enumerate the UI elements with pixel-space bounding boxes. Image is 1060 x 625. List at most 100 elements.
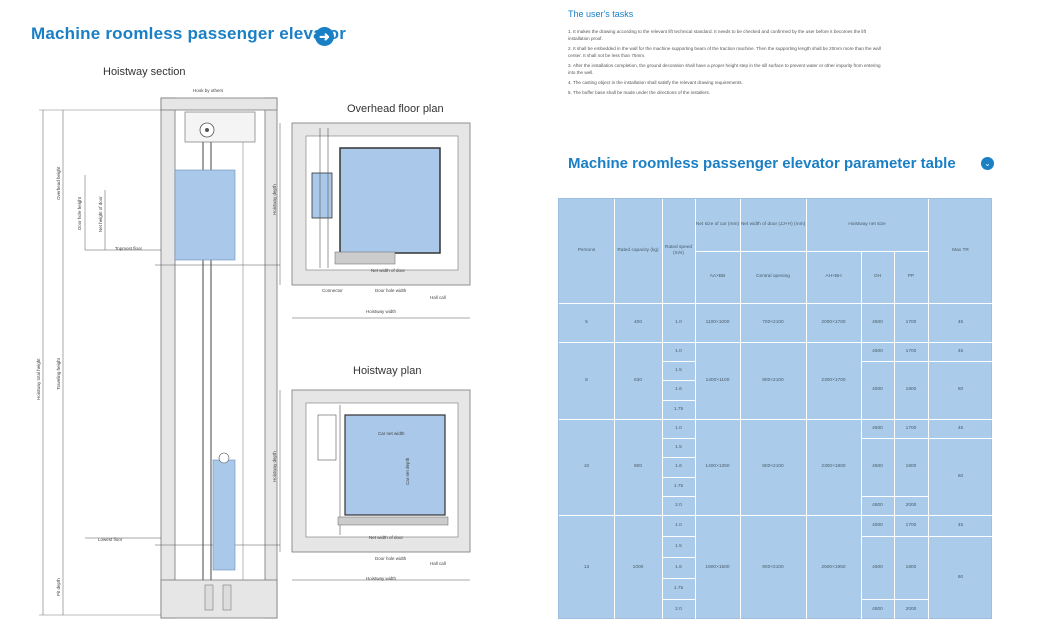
table-cell: 1700 <box>905 319 917 325</box>
table-cell: 2500×1950 <box>821 564 846 570</box>
param-table-title: Machine roomless passenger elevator para… <box>568 155 956 172</box>
plan-hoistway-width-label: Hoistway width <box>366 576 397 581</box>
header-rated-capacity: Rated capacity (kg) <box>617 248 659 253</box>
table-cell: 4500 <box>872 564 883 570</box>
car-net-depth-label: Car net depth <box>405 457 410 485</box>
connector-label: Connector <box>322 288 343 293</box>
table-cell: 1000 <box>632 564 644 570</box>
table-cell: 630 <box>633 377 642 383</box>
table-cell: 60 <box>957 575 964 580</box>
pit-depth-label: Pit depth <box>56 578 61 596</box>
table-cell: 1.5 <box>675 543 682 549</box>
table-cell: 1.6 <box>675 564 682 570</box>
plan-hoistway-depth-label: Hoistway depth <box>272 451 277 482</box>
plan-net-width-door-label: Net width of door <box>369 535 404 540</box>
table-cell: 2.0 <box>675 606 682 612</box>
plan-hall-call-label: Hall call <box>430 561 446 566</box>
header-door-width-sub: Central opening <box>756 274 790 279</box>
header-max-tr: Max TR <box>952 248 969 253</box>
hook-label: Hook by others <box>193 88 224 93</box>
overhead-door-hole-width-label: Door hole width <box>375 288 407 293</box>
overhead-hoistway-width-label: Hoistway width <box>366 309 397 314</box>
table-cell: 5 <box>585 319 588 325</box>
tasks-list: 1. It makes the drawing according to the… <box>568 28 888 99</box>
table-cell: 1400×1350 <box>705 464 730 469</box>
header-rated-speed: Rated speed (m/s) <box>664 245 693 256</box>
table-cell: 2300×1700 <box>821 377 846 383</box>
table-cell: 700×2100 <box>762 319 784 325</box>
table-cell: 4500 <box>872 319 883 325</box>
header-car-size-sub: AA×BB <box>709 274 726 279</box>
overhead-plan-drawing <box>279 122 471 319</box>
table-cell: 1.0 <box>675 348 682 354</box>
tasks-title: The user's tasks <box>568 9 634 19</box>
header-pp: PP <box>907 274 915 279</box>
parameter-table: Persons Rated capacity (kg) Rated speed … <box>558 198 993 620</box>
chevron-down-icon[interactable]: ⌄ <box>981 157 994 170</box>
task-item: 1. It makes the drawing according to the… <box>568 29 866 41</box>
task-item: 2. It shall be embedded in the wall for … <box>568 46 881 58</box>
topmost-floor-label: Topmost floor <box>115 246 143 251</box>
table-cell: 2.0 <box>675 502 682 508</box>
header-hoistway-size: Hoistway net size <box>848 222 886 227</box>
table-cell: 1800 <box>905 387 917 392</box>
table-cell: 2000 <box>905 502 917 508</box>
overhead-hoistway-depth-label: Hoistway depth <box>272 184 277 215</box>
table-cell: 45 <box>957 425 964 431</box>
table-cell: 400 <box>633 319 642 325</box>
table-cell: 1.0 <box>675 522 682 528</box>
table-cell: 4500 <box>872 522 883 528</box>
table-cell: 4800 <box>872 606 883 612</box>
header-persons: Persons <box>577 248 596 253</box>
hoistway-total-height-label: Hoistway total height <box>36 358 41 400</box>
table-cell: 800×2100 <box>762 377 784 383</box>
table-cell: 1.0 <box>675 425 682 431</box>
table-cell: 1.75 <box>673 585 684 591</box>
overhead-hall-call-label: Hall call <box>430 295 446 300</box>
overhead-plan-title: Overhead floor plan <box>347 103 444 115</box>
plan-door-hole-width-label: Door hole width <box>375 556 407 561</box>
table-cell: 1.5 <box>675 367 682 373</box>
table-cell: 8 <box>585 377 588 383</box>
table-cell: 1800 <box>905 464 917 469</box>
table-cell: 1700 <box>905 522 917 528</box>
table-cell: 1600×1500 <box>705 564 730 570</box>
table-cell: 900×2100 <box>762 564 784 570</box>
table-cell: 2300×1800 <box>821 464 846 469</box>
table-cell: 1.0 <box>675 319 682 325</box>
table-cell: 1700 <box>905 425 917 431</box>
table-cell: 800 <box>633 464 642 469</box>
header-hoistway-sub: AH×BH <box>825 274 842 279</box>
table-cell: 1.6 <box>675 464 682 469</box>
table-cell: 1100×1000 <box>705 319 730 325</box>
table-cell: 10 <box>583 464 590 469</box>
table-cell: 1.5 <box>675 444 682 450</box>
table-cell: 1.75 <box>673 483 684 489</box>
header-oh: OH <box>873 274 882 279</box>
table-cell: 45 <box>957 348 964 354</box>
table-cell: 60 <box>957 387 964 392</box>
header-door-width: Net width of door (JJ×H) (mm) <box>740 222 806 227</box>
table-cell: 45 <box>957 319 964 325</box>
hoistway-section-title: Hoistway section <box>103 66 186 78</box>
hoistway-plan-title: Hoistway plan <box>353 365 422 377</box>
task-item: 5. The buffer base shall be made under t… <box>568 90 711 95</box>
table-cell: 2000 <box>905 606 917 612</box>
door-hole-height-label: Door hole height <box>77 196 82 230</box>
traveling-height-label: Traveling height <box>56 358 61 390</box>
table-cell: 4600 <box>872 348 883 354</box>
table-cell: 60 <box>957 473 964 479</box>
arrow-right-icon[interactable]: ➜ <box>315 27 334 46</box>
table-cell: 4600 <box>872 425 883 431</box>
hoistway-plan-drawing <box>279 389 471 581</box>
table-cell: 1.75 <box>673 406 684 412</box>
task-item: 4. The casting object in the installatio… <box>568 80 743 85</box>
table-cell: 1400×1100 <box>705 377 730 383</box>
table-cell: 800×2100 <box>762 464 784 469</box>
header-car-size: Net size of car (mm) <box>695 222 740 227</box>
table-cell: 13 <box>583 564 590 570</box>
lowest-floor-label: Lowest floor <box>98 537 123 542</box>
table-cell: 4800 <box>872 502 883 508</box>
page-title: Machine roomless passenger elevator <box>31 24 347 43</box>
net-height-door-label: Net height of door <box>98 196 103 232</box>
